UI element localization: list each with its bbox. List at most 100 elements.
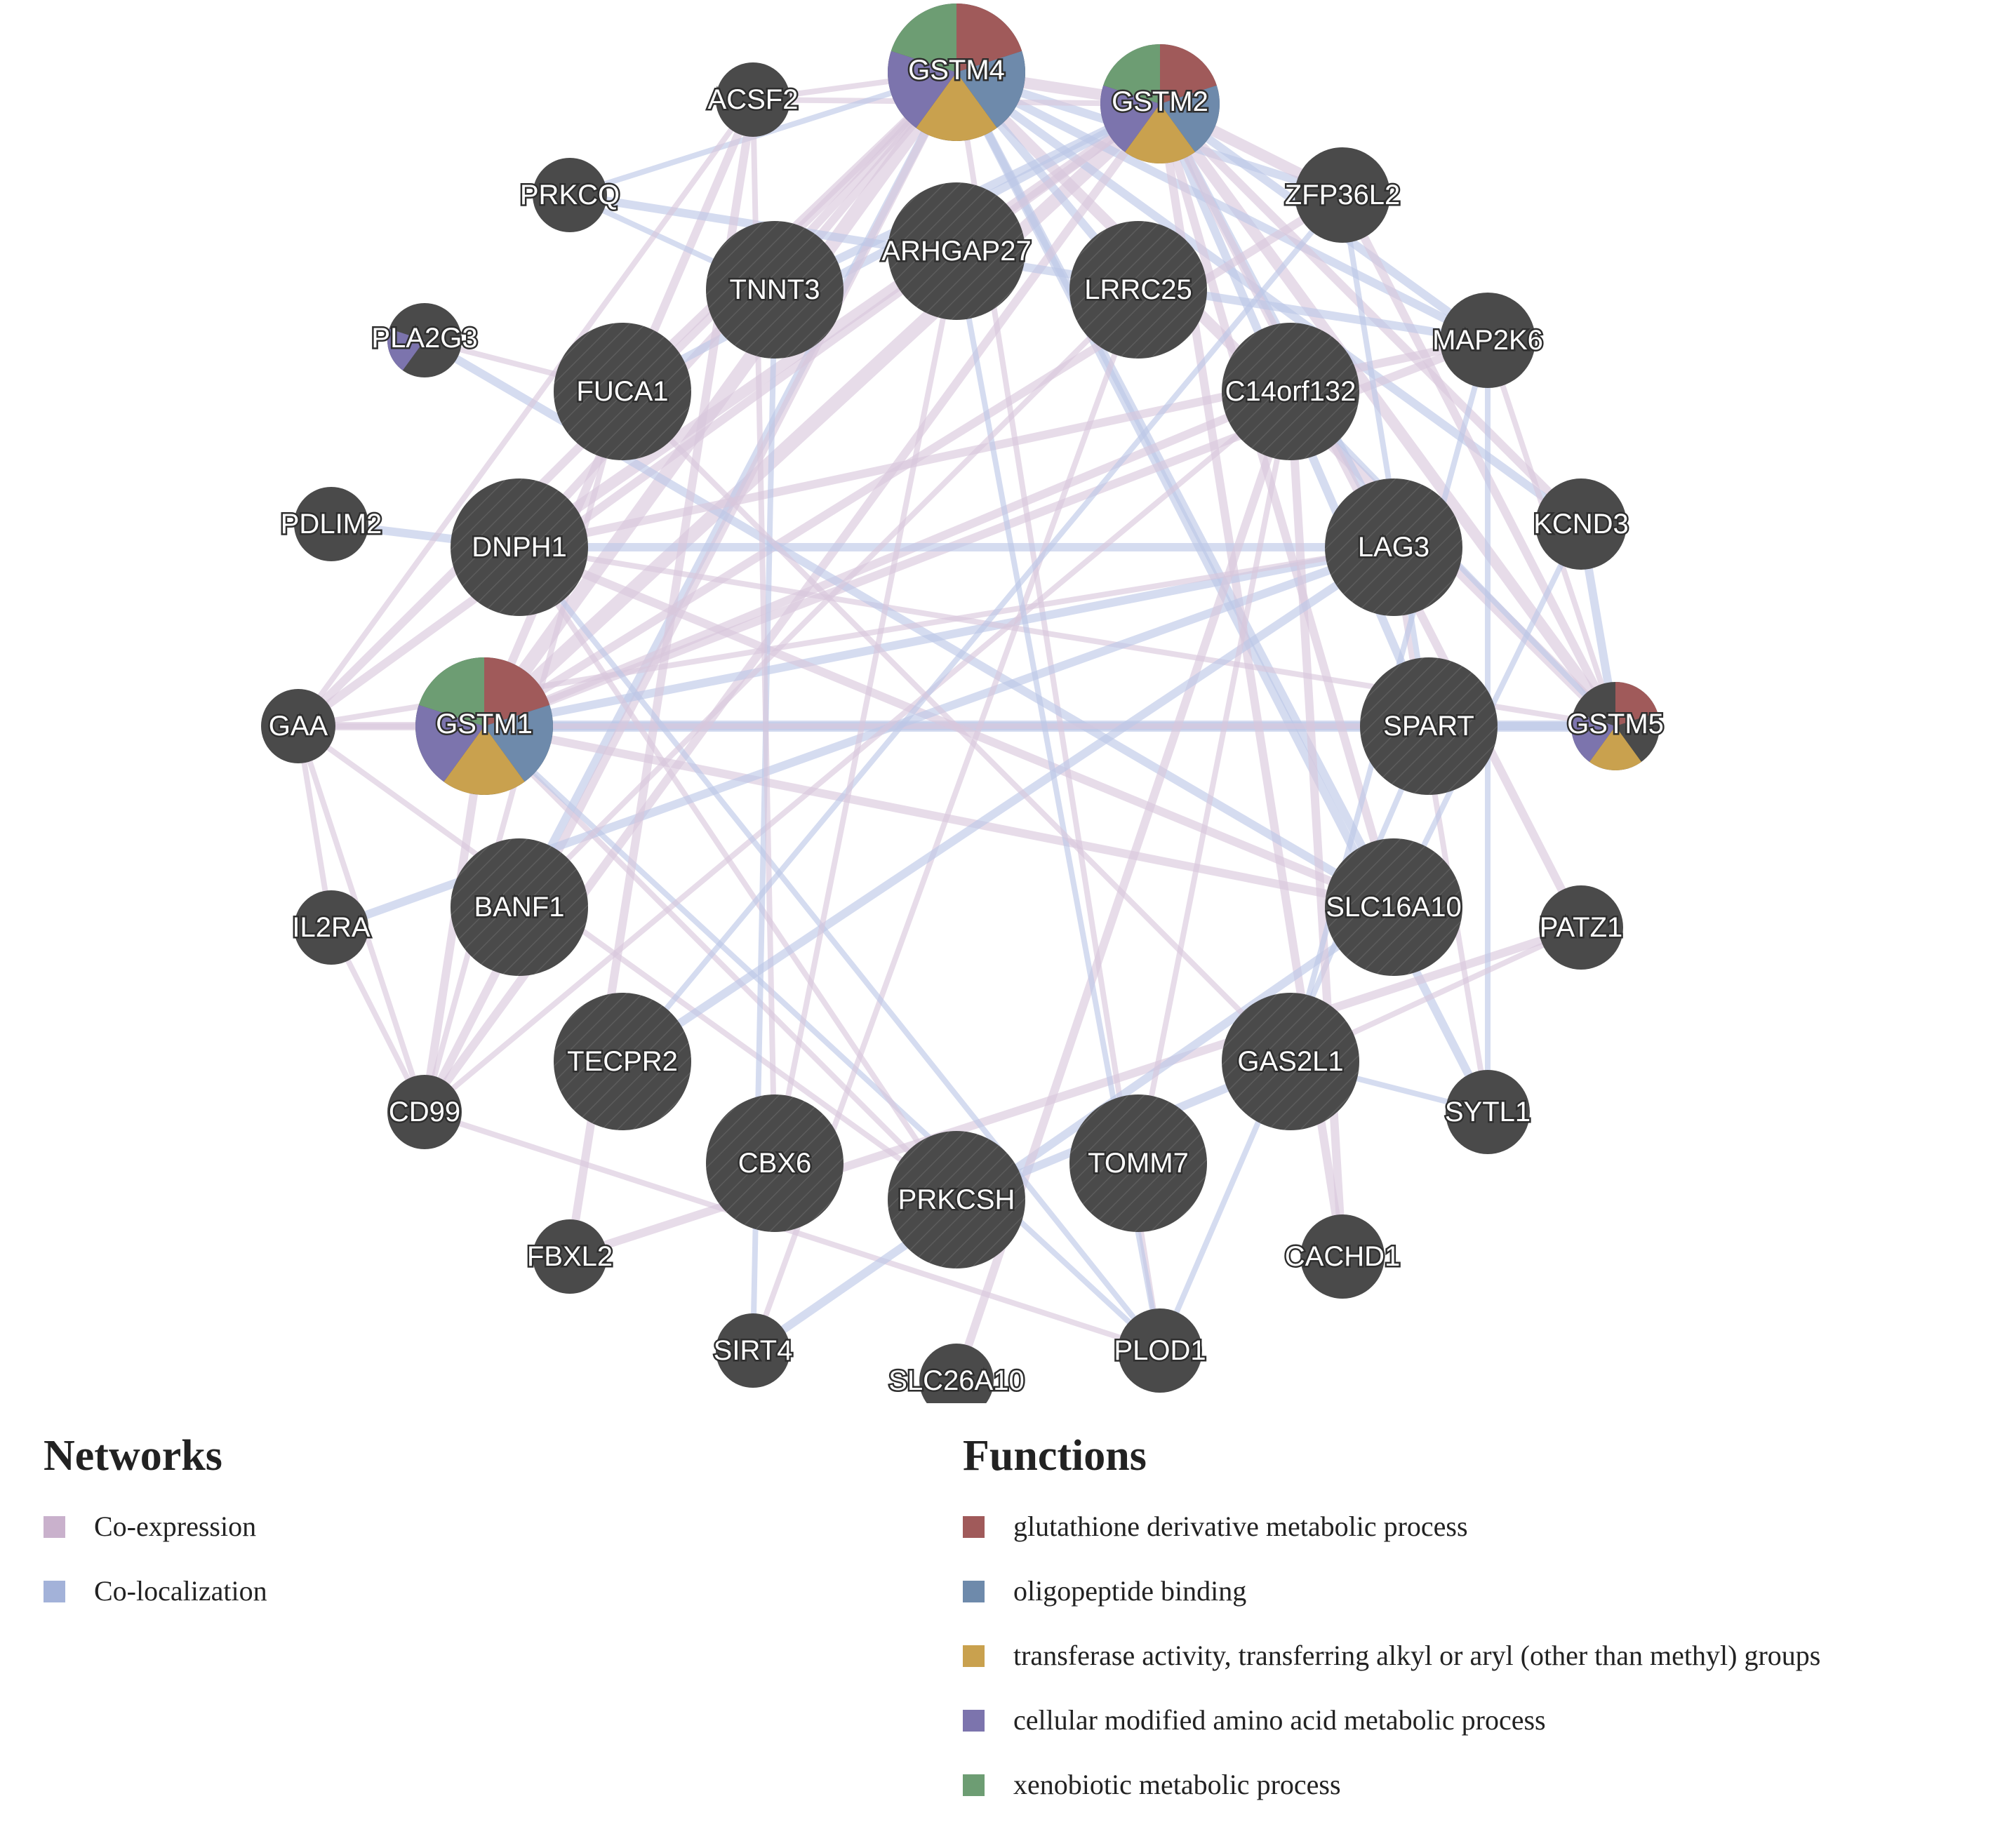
node-il2ra[interactable]: IL2RA: [291, 890, 372, 965]
edge-coexpression: [1338, 191, 1620, 730]
legend-item-coexpression[interactable]: Co-expression: [44, 1506, 267, 1547]
legend-item-label: Co-expression: [94, 1511, 257, 1542]
legend-item-oligopeptide[interactable]: oligopeptide binding: [963, 1571, 1820, 1612]
node-circle: [294, 890, 368, 965]
function-wedge: [484, 704, 553, 782]
node-gaa[interactable]: GAA: [261, 689, 335, 763]
node-circle: [1069, 1094, 1207, 1232]
function-wedge: [1160, 44, 1217, 104]
legend-item-amino-acid[interactable]: cellular modified amino acid metabolic p…: [963, 1700, 1820, 1741]
node-gstm2[interactable]: GSTM2: [1100, 44, 1220, 164]
legend-item-colocalization[interactable]: Co-localization: [44, 1571, 267, 1612]
node-label: PLOD1: [1114, 1335, 1206, 1366]
node-label: GSTM4: [908, 55, 1005, 86]
node-gstm5[interactable]: GSTM5: [1566, 682, 1665, 770]
node-circle: [1295, 147, 1390, 243]
edge-coexpression: [481, 723, 959, 1203]
node-gstm4[interactable]: GSTM4: [888, 4, 1025, 141]
node-c14orf132[interactable]: C14orf132: [1222, 323, 1359, 460]
node-prkcq[interactable]: PRKCQ: [518, 158, 622, 232]
function-wedge: [1100, 85, 1160, 152]
node-circle: [706, 221, 844, 359]
node-label: CACHD1: [1285, 1241, 1400, 1272]
node-slc26a10[interactable]: SLC26A10: [887, 1344, 1026, 1403]
node-label: ZFP36L2: [1285, 180, 1401, 210]
node-prkcsh[interactable]: PRKCSH: [888, 1131, 1025, 1268]
node-label: LAG3: [1358, 532, 1429, 563]
edge-colocalization: [620, 192, 1345, 1064]
node-acsf2[interactable]: ACSF2: [706, 62, 800, 137]
node-label: ARHGAP27: [881, 236, 1031, 267]
function-wedge: [888, 51, 956, 128]
node-circle: [1360, 657, 1498, 795]
legend-item-label: Co-localization: [94, 1575, 267, 1607]
node-circle: [451, 838, 588, 976]
node-circle: [1325, 838, 1462, 976]
node-circle: [554, 993, 691, 1130]
node-tnnt3[interactable]: TNNT3: [706, 221, 844, 359]
edge-coexpression: [516, 544, 959, 1203]
node-dnph1[interactable]: DNPH1: [451, 478, 588, 616]
node-arhgap27[interactable]: ARHGAP27: [880, 182, 1033, 320]
node-zfp36l2[interactable]: ZFP36L2: [1283, 147, 1402, 243]
node-fuca1[interactable]: FUCA1: [554, 323, 691, 460]
node-label: GAS2L1: [1237, 1046, 1343, 1077]
edge-coexpression: [1391, 544, 1491, 1115]
legend-item-xenobiotic[interactable]: xenobiotic metabolic process: [963, 1765, 1820, 1805]
node-circle: [716, 1313, 790, 1388]
edge-coexpression: [294, 100, 1164, 730]
node-circle: [387, 1075, 462, 1149]
node-pla2g3[interactable]: PLA2G3: [370, 303, 479, 377]
node-spart[interactable]: SPART: [1360, 657, 1498, 795]
function-wedge: [415, 704, 484, 782]
node-map2k6[interactable]: MAP2K6: [1431, 293, 1545, 388]
edge-colocalization: [952, 68, 1492, 344]
node-lag3[interactable]: LAG3: [1325, 478, 1462, 616]
node-tecpr2[interactable]: TECPR2: [554, 993, 691, 1130]
edge-colocalization: [1340, 192, 1432, 729]
function-wedge: [444, 726, 525, 795]
node-lrrc25[interactable]: LRRC25: [1069, 221, 1207, 359]
node-tomm7[interactable]: TOMM7: [1069, 1094, 1207, 1232]
edge-coexpression: [772, 248, 959, 1166]
edge-coexpression: [480, 722, 1398, 911]
node-cbx6[interactable]: CBX6: [706, 1094, 844, 1232]
node-circle: [294, 487, 368, 561]
function-wedge: [916, 72, 997, 141]
function-wedge: [1125, 104, 1195, 164]
node-patz1[interactable]: PATZ1: [1538, 885, 1625, 970]
node-label: DNPH1: [472, 532, 567, 563]
edge-coexpression: [295, 97, 756, 729]
edge-coexpression: [477, 97, 1167, 733]
edge-coexpression: [620, 389, 1293, 1064]
node-circle: [533, 1219, 607, 1294]
node-label: ACSF2: [708, 84, 799, 115]
node-pdlim2[interactable]: PDLIM2: [279, 487, 384, 561]
function-wedge: [387, 328, 425, 370]
edge-coexpression: [1135, 389, 1293, 1166]
colocalization-swatch: [44, 1581, 65, 1602]
transferase-swatch: [963, 1645, 985, 1667]
node-circle: [451, 478, 588, 616]
glutathione-swatch: [963, 1516, 985, 1538]
node-circle: [533, 158, 607, 232]
node-slc16a10[interactable]: SLC16A10: [1324, 838, 1463, 976]
function-wedge: [1103, 44, 1160, 104]
node-sirt4[interactable]: SIRT4: [712, 1313, 794, 1388]
node-gas2l1[interactable]: GAS2L1: [1222, 993, 1359, 1130]
function-wedge: [418, 657, 484, 726]
node-cachd1[interactable]: CACHD1: [1283, 1214, 1402, 1299]
node-plod1[interactable]: PLOD1: [1112, 1308, 1208, 1393]
node-circle: [1118, 1308, 1202, 1393]
node-sytl1[interactable]: SYTL1: [1443, 1070, 1533, 1154]
node-label: TNNT3: [730, 274, 820, 305]
node-label: GSTM2: [1112, 86, 1208, 117]
node-banf1[interactable]: BANF1: [451, 838, 588, 976]
node-cd99[interactable]: CD99: [387, 1075, 462, 1149]
node-kcnd3[interactable]: KCND3: [1532, 478, 1630, 570]
node-gstm1[interactable]: GSTM1: [415, 657, 553, 795]
legend-item-glutathione[interactable]: glutathione derivative metabolic process: [963, 1506, 1820, 1547]
legend-item-transferase[interactable]: transferase activity, transferring alkyl…: [963, 1635, 1820, 1676]
function-wedge: [1571, 712, 1615, 762]
node-fbxl2[interactable]: FBXL2: [525, 1219, 615, 1294]
